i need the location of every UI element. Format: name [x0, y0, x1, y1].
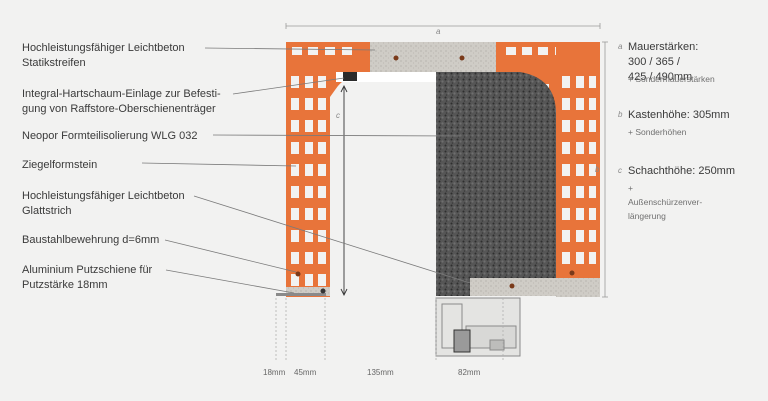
- left-brick-wall: [286, 42, 330, 297]
- dimension-c: [340, 84, 348, 297]
- spec-a-sub: + Sondermauerstärken: [628, 74, 715, 84]
- putz-rail: [276, 293, 326, 296]
- label-ziegelformstein: Ziegelformstein: [22, 159, 98, 171]
- top-concrete-strip: [286, 42, 600, 72]
- hartschaum-block: [343, 72, 357, 81]
- spec-b-title: Kastenhöhe: 305mm: [628, 109, 730, 121]
- dim-18mm: 18mm: [263, 368, 286, 377]
- spec-a-title: Mauerstärken: 300 / 365 / 425 / 490mm: [628, 41, 699, 83]
- dim-82mm: 82mm: [458, 368, 481, 377]
- leader-lines: [141, 47, 471, 294]
- spec-c-sub: + Außenschürzenver- längerung: [628, 183, 703, 221]
- neopor-insulation: [436, 72, 556, 278]
- dimension-b-letter: b: [595, 165, 600, 174]
- spec-b-sub: + Sonderhöhen: [628, 127, 687, 137]
- right-brick-wall: [556, 42, 600, 297]
- spec-c-title: Schachthöhe: 250mm: [628, 165, 736, 177]
- dim-45mm: 45mm: [294, 368, 317, 377]
- spec-c-letter: c: [618, 166, 622, 175]
- dim-135mm: 135mm: [367, 368, 394, 377]
- label-neopor: Neopor Formteilisolierung WLG 032: [22, 130, 198, 142]
- window-profile: [435, 297, 521, 357]
- dimension-a: [285, 23, 601, 29]
- dimension-c-letter: c: [336, 111, 340, 120]
- spec-a-letter: a: [618, 42, 623, 51]
- label-statikstreifen: Hochleistungsfähiger Leichtbeton Statiks…: [22, 42, 185, 69]
- hartschaum-insert: [336, 72, 436, 82]
- label-putzschiene: Aluminium Putzschiene für Putzstärke 18m…: [22, 264, 153, 291]
- label-glattstrich: Hochleistungsfähiger Leichtbeton Glattst…: [22, 190, 185, 217]
- label-baustahlbewehrung: Baustahlbewehrung d=6mm: [22, 234, 160, 246]
- spec-b-letter: b: [618, 110, 623, 119]
- dimension-a-letter: a: [436, 27, 441, 36]
- putz-rail-screw: [320, 288, 326, 294]
- label-hartschaum-einlage: Integral-Hartschaum-Einlage zur Befesti-…: [22, 88, 221, 115]
- dimension-b: [602, 41, 608, 298]
